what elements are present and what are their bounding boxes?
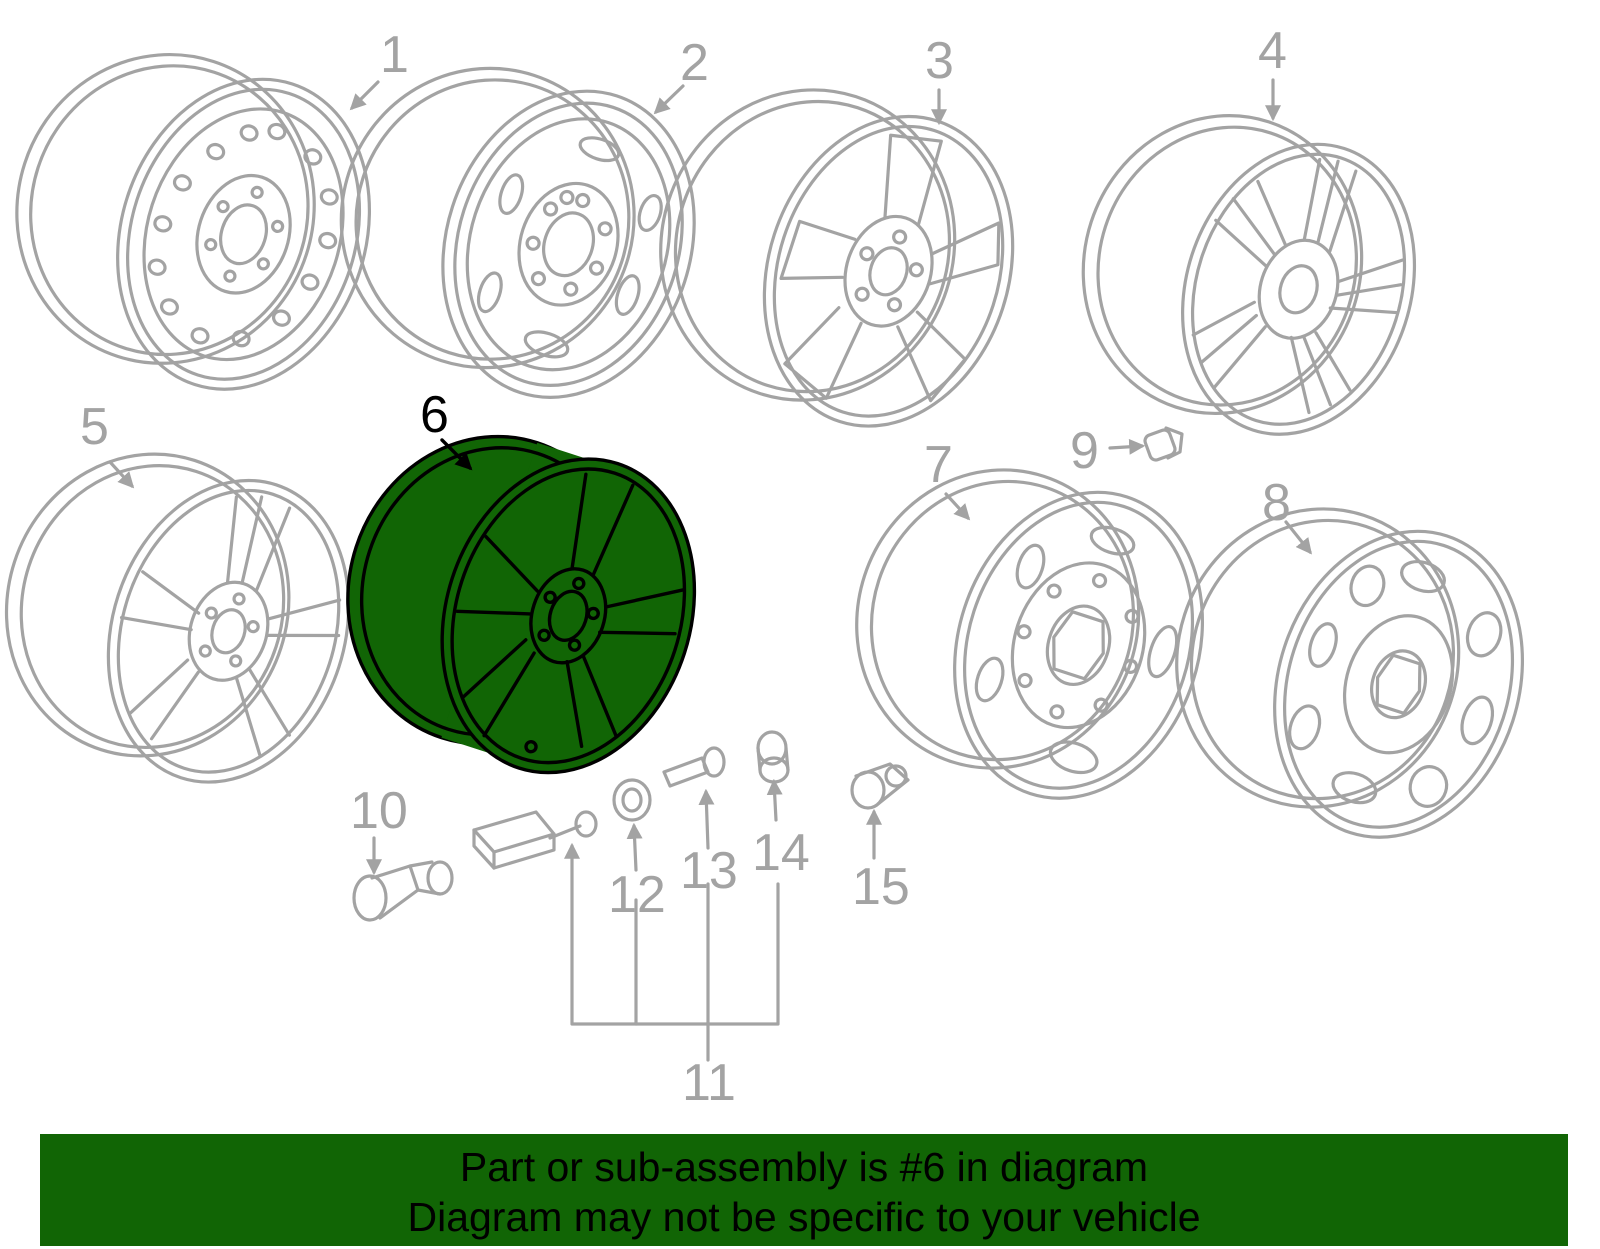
callout-2: 2: [680, 34, 709, 92]
callout-13: 13: [680, 842, 738, 900]
callout-6: 6: [420, 386, 449, 444]
part-10-valve-stem[interactable]: [352, 860, 454, 922]
banner-line-2: Diagram may not be specific to your vehi…: [407, 1194, 1201, 1240]
callout-1: 1: [380, 26, 409, 84]
part-15-lock-nut[interactable]: [850, 762, 910, 810]
leader-lines: [108, 78, 1312, 1062]
wheel-2[interactable]: [301, 25, 733, 431]
info-banner: Part or sub-assembly is #6 in diagram Di…: [40, 1134, 1568, 1246]
callout-8: 8: [1262, 474, 1291, 532]
wheel-8[interactable]: [1136, 466, 1561, 869]
callout-5: 5: [80, 398, 109, 456]
callout-11: 11: [682, 1054, 736, 1112]
part-9-lug-nut[interactable]: [1143, 426, 1184, 462]
wheel-3[interactable]: [620, 50, 1051, 459]
callout-7: 7: [924, 436, 953, 494]
wheel-1[interactable]: [0, 13, 408, 422]
callout-10: 10: [350, 782, 408, 840]
callout-9: 9: [1070, 422, 1099, 480]
wheel-6-highlighted[interactable]: [307, 395, 734, 806]
part-13-valve-core[interactable]: [662, 746, 726, 788]
part-14-cap[interactable]: [756, 730, 790, 784]
part-11-tpms-sensor[interactable]: [472, 810, 598, 870]
callout-12: 12: [608, 866, 666, 924]
callout-3: 3: [925, 32, 954, 90]
banner-line-1: Part or sub-assembly is #6 in diagram: [459, 1144, 1149, 1190]
callout-4: 4: [1258, 22, 1287, 80]
callout-14: 14: [752, 824, 810, 882]
wheel-7[interactable]: [816, 427, 1241, 830]
wheel-5[interactable]: [0, 415, 386, 813]
part-12-grommet[interactable]: [612, 778, 652, 822]
wheel-4[interactable]: [1045, 79, 1452, 466]
callout-15: 15: [852, 858, 910, 916]
